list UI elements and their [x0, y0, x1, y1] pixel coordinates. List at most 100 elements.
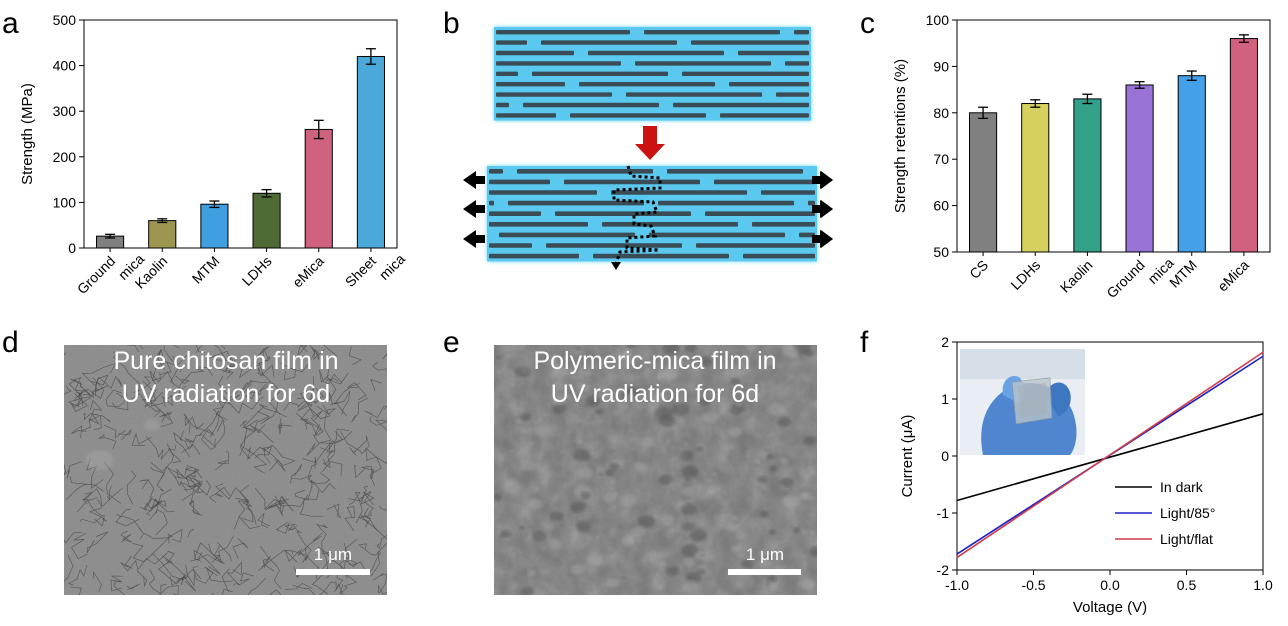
- x-tick-label-emica: eMica: [289, 253, 327, 291]
- y-tick-label: 90: [933, 58, 949, 74]
- x-tick-label: 1.0: [1253, 577, 1273, 593]
- nanosheet: [496, 71, 518, 76]
- nanosheet: [785, 61, 809, 66]
- panel-b-crack-deflection-diagram: [463, 27, 833, 270]
- nanosheet: [532, 71, 668, 76]
- nanosheet: [729, 82, 809, 87]
- panel-letter-c: c: [860, 7, 875, 40]
- nanosheet: [489, 169, 503, 174]
- nanosheet: [673, 102, 809, 108]
- nanosheet: [743, 253, 815, 259]
- nanosheet: [546, 243, 682, 248]
- nanosheet: [496, 30, 630, 35]
- panel-d-scalebar: [296, 569, 370, 575]
- bar-mtm: [200, 203, 229, 249]
- series-line-light-flat: [956, 351, 1264, 559]
- red-down-arrow-head: [635, 144, 665, 160]
- y-tick-label: 200: [53, 149, 77, 165]
- y-tick-label: 70: [933, 151, 949, 167]
- x-tick-label-ldhs: LDHs: [239, 253, 275, 289]
- nanosheet: [579, 82, 715, 87]
- y-tick-label: 80: [933, 105, 949, 121]
- nanosheet: [489, 243, 532, 248]
- nanosheet: [496, 40, 527, 45]
- bar-mtm: [1177, 75, 1206, 253]
- y-tick-label: 2: [941, 334, 949, 350]
- nanosheet: [489, 211, 541, 216]
- bar-cs: [969, 112, 998, 253]
- panel-letter-a: a: [2, 7, 19, 40]
- tension-arrow-left: [463, 200, 485, 218]
- nanosheet: [658, 200, 794, 206]
- nanosheet: [489, 253, 579, 259]
- nanosheet: [541, 40, 677, 45]
- nanosheet: [588, 50, 724, 56]
- plot-frame: [83, 19, 398, 249]
- tension-arrow-right: [812, 171, 833, 189]
- x-tick-label: 0.0: [1100, 577, 1120, 593]
- inset-photo: [960, 349, 1085, 455]
- bar-ldhs: [252, 192, 281, 249]
- y-tick-label: 500: [53, 12, 77, 28]
- panel-d-scalebar-label: 1 μm: [314, 545, 352, 564]
- tension-arrow-left: [463, 230, 485, 248]
- nanosheet: [649, 232, 785, 238]
- panel-d-caption-line2: UV radiation for 6d: [122, 380, 330, 408]
- x-tick-label: -1.0: [945, 577, 969, 593]
- nanosheet: [635, 61, 771, 66]
- nanosheet: [496, 102, 509, 108]
- legend-label-in-dark: In dark: [1160, 479, 1204, 495]
- y-tick-label: 0: [68, 240, 76, 256]
- crack-arrow-head: [611, 262, 621, 270]
- nanosheet: [799, 232, 815, 238]
- nanosheet: [555, 211, 691, 216]
- bar-ground-mica: [1125, 84, 1154, 253]
- nanosheet: [496, 82, 565, 87]
- panel-d-caption-line1: Pure chitosan film in: [113, 347, 338, 375]
- nanosheet: [720, 113, 809, 118]
- x-tick-label: 0.5: [1177, 577, 1197, 593]
- x-tick-label-kaolin: Kaolin: [1057, 257, 1096, 296]
- bar-kaolin: [1073, 98, 1102, 253]
- plot-frame: [956, 19, 1271, 253]
- nanosheet: [489, 222, 588, 227]
- x-tick-label-cs: CS: [966, 257, 991, 282]
- chitosan-crack-pattern: [64, 345, 387, 595]
- y-tick-label: 60: [933, 198, 949, 214]
- nanosheet: [714, 179, 815, 185]
- y-tick-label: 100: [53, 194, 77, 210]
- nanosheet: [611, 190, 747, 195]
- series-line-in-dark: [956, 413, 1264, 502]
- panel-e-scalebar-label: 1 μm: [746, 545, 784, 564]
- tension-arrow-right: [812, 200, 833, 218]
- legend-label-light-85: Light/85°: [1160, 505, 1215, 521]
- y-tick-label: 1: [941, 391, 949, 407]
- bar-kaolin: [148, 220, 177, 249]
- y-axis-title: Strength (MPa): [19, 83, 36, 185]
- nanosheet: [644, 30, 780, 35]
- nanosheet: [602, 222, 738, 227]
- panel-e-sem-image: Polymeric-mica film in UV radiation for …: [494, 345, 817, 595]
- bar-sheet-mica: [356, 55, 385, 249]
- nanosheet: [682, 71, 809, 76]
- nanosheet: [496, 92, 612, 97]
- panel-letter-e: e: [443, 326, 460, 359]
- y-axis-title: Current (μA): [899, 415, 916, 498]
- panel-e-scalebar: [728, 569, 801, 575]
- nanosheet: [626, 92, 762, 97]
- legend-label-light-flat: Light/flat: [1160, 531, 1213, 547]
- y-tick-label: -2: [937, 562, 950, 578]
- y-tick-label: 300: [53, 103, 77, 119]
- panel-e-caption-line2: UV radiation for 6d: [551, 380, 759, 408]
- y-tick-label: 0: [941, 448, 949, 464]
- nanosheet: [489, 190, 597, 195]
- nanosheet: [489, 200, 494, 206]
- nanosheet: [570, 113, 706, 118]
- nanosheet: [691, 40, 809, 45]
- nanosheet: [696, 243, 815, 248]
- panel-e-caption-line1: Polymeric-mica film in: [533, 347, 776, 375]
